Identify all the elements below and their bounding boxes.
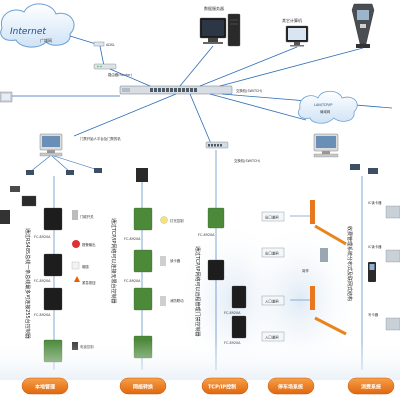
category-button-network[interactable]: 网络转换 bbox=[119, 377, 167, 395]
left-edge-device bbox=[0, 91, 13, 103]
device-label-emergency: 紧急按钮 bbox=[82, 280, 96, 285]
device-label-alarm: 报警输出 bbox=[82, 242, 96, 247]
bottom-category-buttons: 本地管理 网络转换 TCP/IP控制 停车场系统 消费系统 bbox=[21, 377, 395, 395]
module-label-m7: FC-8920A bbox=[224, 311, 241, 315]
category-button-consumption-label: 消费系统 bbox=[361, 384, 381, 391]
right-label-r1: IC读卡器 bbox=[368, 200, 382, 205]
attendance-kiosk bbox=[351, 3, 375, 48]
category-button-network-label: 网络转换 bbox=[133, 384, 154, 391]
left-management-pc: 门禁开始人平台及门禁的机 bbox=[39, 133, 121, 157]
other-computer-label: 其它计算机 bbox=[282, 17, 302, 23]
module-label-m3: FC-8920A bbox=[34, 313, 51, 317]
device-label-reader: 读卡器 bbox=[170, 258, 181, 263]
gate-label-g5: 岗亭 bbox=[302, 268, 309, 273]
category-button-local[interactable]: 本地管理 bbox=[21, 377, 69, 395]
right-label-r2: IC读卡器 bbox=[368, 244, 382, 249]
column-parking: 出口道闸 出口道闸 入口道闸 入口道闸 岗亭 bbox=[261, 200, 347, 342]
module-label-m4: FC-8920A bbox=[124, 237, 141, 241]
internet-cloud: Internet 广域网 bbox=[0, 3, 75, 48]
lan-cloud: LAN/TCP/IP 局域网 bbox=[298, 90, 358, 124]
gate-label-g3: 入口道闸 bbox=[265, 299, 279, 304]
data-server-label: 数据服务器 bbox=[204, 5, 224, 11]
switch-two-label: 交换机(SWITCH) bbox=[234, 158, 261, 163]
module-label-m2: FC-8920A bbox=[34, 279, 51, 283]
lan-cloud-sublabel: 局域网 bbox=[320, 109, 331, 114]
category-button-tcpip[interactable]: TCP/IP控制 bbox=[201, 377, 249, 395]
category-button-consumption[interactable]: 消费系统 bbox=[347, 377, 395, 395]
lan-cloud-label: LAN/TCP/IP bbox=[314, 103, 332, 107]
router-device: ADSL 路由器(Router) bbox=[69, 35, 133, 77]
device-label-door-magnet: 门磁开关 bbox=[80, 214, 94, 219]
router-adsl-label: ADSL bbox=[106, 43, 115, 47]
main-switch-label: 交换机(SWITCH) bbox=[236, 88, 263, 93]
module-label-m6: FC-8920A bbox=[198, 233, 215, 237]
device-label-lamp: 灯光控制 bbox=[170, 218, 184, 223]
gate-label-g1: 出口道闸 bbox=[265, 215, 279, 220]
gate-label-g4: 入口道闸 bbox=[265, 335, 279, 340]
left-converters bbox=[0, 155, 102, 224]
vertical-text-4: 收费管理系统分布式及联网式结构 bbox=[346, 226, 353, 301]
device-label-fire: 消防联动 bbox=[170, 298, 184, 303]
vertical-text-2: 通过TCP/IP网络可以连接无限台控制器 bbox=[110, 218, 117, 303]
category-button-local-label: 本地管理 bbox=[34, 384, 55, 391]
vertical-text-3: 通过TCP/IP网络可以远程管理门禁控制器 bbox=[194, 246, 201, 336]
main-switch: 交换机(SWITCH) bbox=[119, 85, 263, 95]
switch-two: 交换机(SWITCH) bbox=[205, 141, 261, 163]
category-button-parking-label: 停车场系统 bbox=[278, 384, 303, 391]
left-pc-label: 门禁开始人平台及门禁的机 bbox=[80, 136, 121, 141]
category-button-tcpip-label: TCP/IP控制 bbox=[208, 384, 236, 391]
internet-sublabel: 广域网 bbox=[40, 37, 52, 43]
router-label: 路由器(Router) bbox=[108, 72, 133, 77]
column-consumption: IC读卡器 IC读卡器 写卡器 bbox=[361, 176, 400, 370]
category-button-parking[interactable]: 停车场系统 bbox=[267, 377, 315, 395]
other-computer: 其它计算机 bbox=[282, 17, 309, 47]
gate-label-g2: 出口道闸 bbox=[265, 251, 279, 256]
data-server: 数据服务器 bbox=[199, 5, 241, 47]
column-network-controllers: FC-8920A FC-8920A 灯光控制 读卡器 消防联动 bbox=[124, 168, 184, 370]
internet-label: Internet bbox=[10, 27, 46, 37]
vertical-text-1: 通过RS485总线一条总线最多可连接255台控制器 bbox=[24, 228, 31, 339]
module-label-m5: FC-8920A bbox=[124, 279, 141, 283]
backbone-links bbox=[0, 45, 393, 147]
floor-fade bbox=[0, 340, 400, 380]
module-label-m1: FC-8920A bbox=[34, 235, 51, 239]
device-label-smoke: 烟感 bbox=[82, 264, 89, 269]
right-label-r3: 写卡器 bbox=[368, 312, 379, 317]
right-management-pc bbox=[313, 133, 378, 174]
column-tcpip-controllers: FC-8920A FC-8920A FC-8920A bbox=[198, 150, 247, 370]
